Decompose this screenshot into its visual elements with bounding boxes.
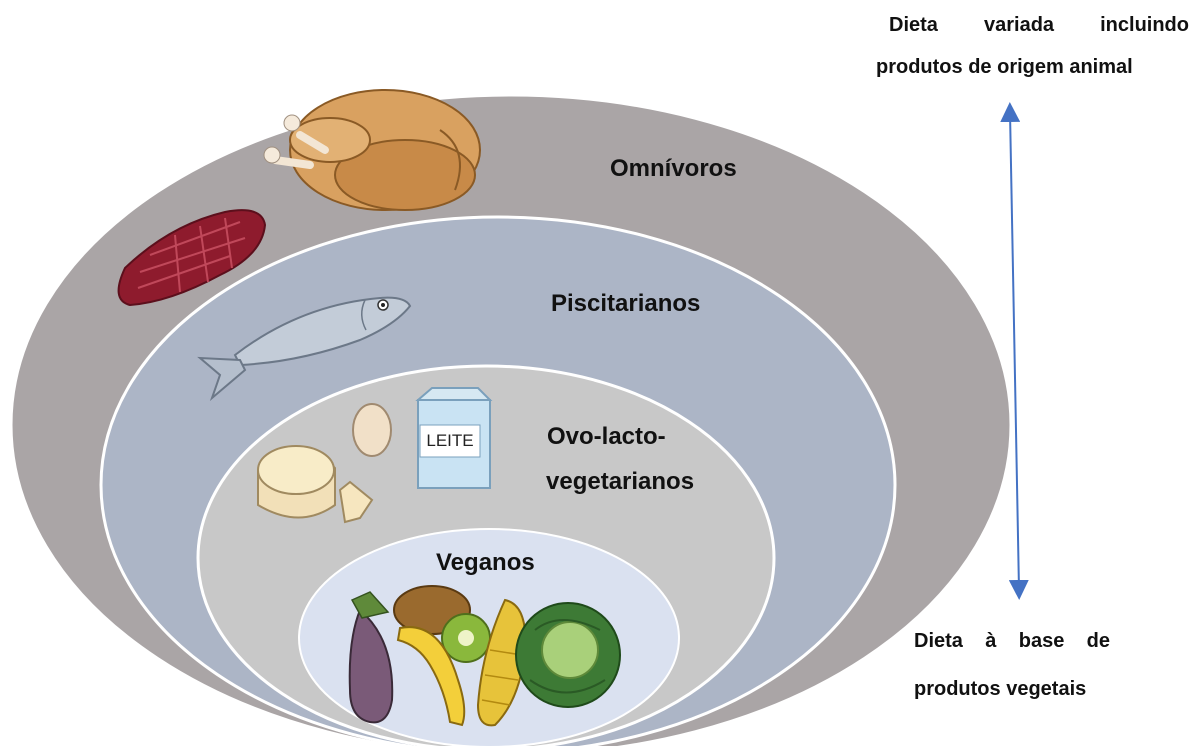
label-ovo-lacto: Ovo-lacto- vegetarianos — [547, 420, 694, 500]
diet-arrow — [1010, 112, 1019, 590]
top-note: Dieta variada incluindo produtos de orig… — [889, 4, 1189, 88]
milk-carton-label: LEITE — [420, 431, 480, 451]
egg-icon — [353, 404, 391, 456]
bottom-note-line1: Dieta à base de — [914, 620, 1110, 662]
top-note-line2: produtos de origem animal — [876, 46, 1189, 88]
top-note-line1: Dieta variada incluindo — [889, 4, 1189, 46]
label-veganos: Veganos — [436, 546, 535, 581]
cabbage-icon — [516, 603, 620, 707]
bottom-note-line2: produtos vegetais — [914, 668, 1110, 710]
label-ovo-lacto-line2: vegetarianos — [546, 465, 694, 500]
label-ovo-lacto-line1: Ovo-lacto- — [547, 420, 694, 455]
label-piscitarianos: Piscitarianos — [551, 287, 700, 322]
bottom-note: Dieta à base de produtos vegetais — [914, 620, 1110, 710]
label-omnivoros: Omnívoros — [610, 152, 737, 187]
